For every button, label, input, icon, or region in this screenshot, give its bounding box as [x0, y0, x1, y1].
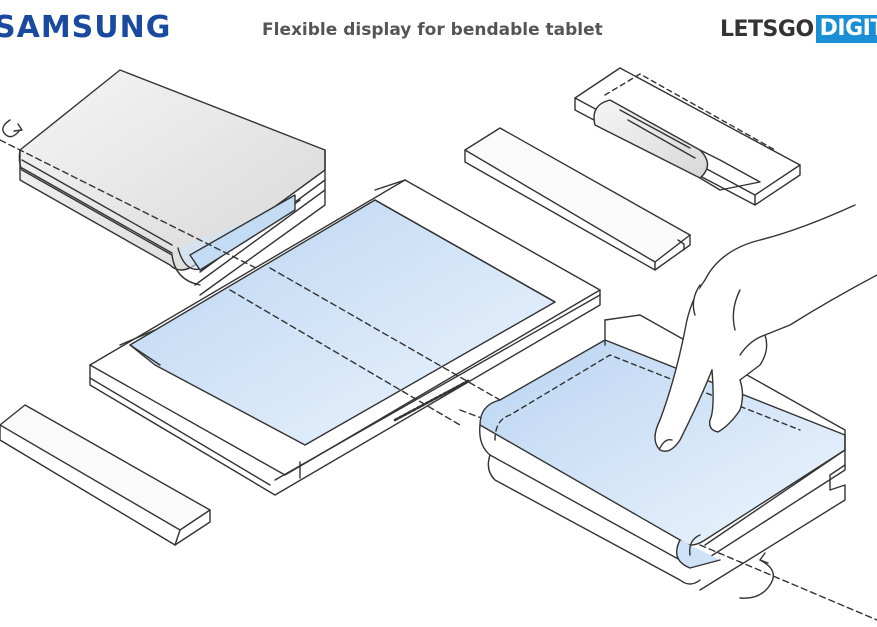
folded-device-top-left [18, 69, 326, 296]
samsung-logo: SAMSUNG [0, 10, 172, 45]
hand-illustration [654, 204, 877, 452]
folded-device-right [479, 314, 846, 591]
page-title: Flexible display for bendable tablet [262, 20, 603, 40]
logo-text-digital: DIGITAL [815, 15, 877, 43]
axis-line-bottom-right [699, 544, 877, 621]
letsgodigital-logo: LETSGO DIGITAL [720, 15, 877, 43]
rotation-arrow-icon [2, 119, 21, 138]
logo-text-letsgo: LETSGO [720, 16, 814, 42]
cover-strip-left [0, 404, 211, 546]
header: SAMSUNG Flexible display for bendable ta… [0, 0, 877, 62]
rotation-arrow-bottom-icon [739, 559, 774, 599]
cover-strip-top [464, 127, 691, 271]
arrowhead-icon [13, 123, 23, 132]
arrowhead-bottom-icon [759, 552, 769, 564]
unfolded-device-center [89, 179, 601, 496]
axis-line-top-left [0, 139, 271, 276]
hinge-detail-top-right [574, 67, 801, 206]
